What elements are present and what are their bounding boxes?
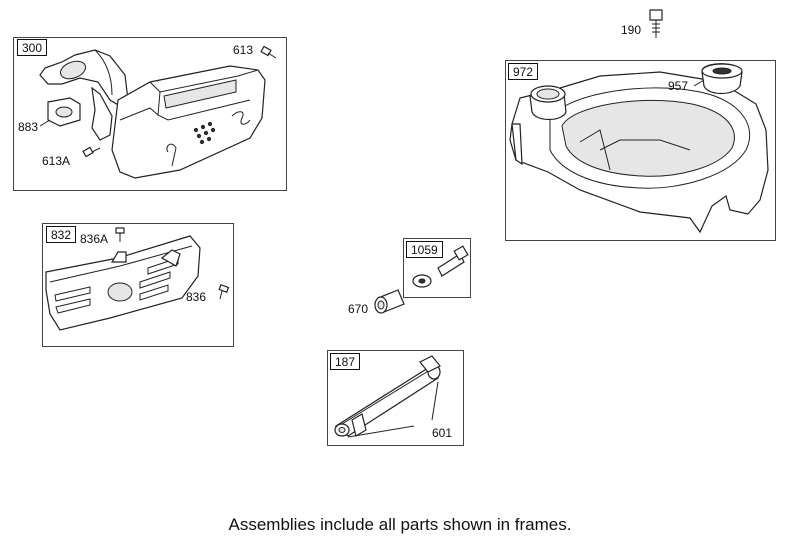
muffler-drawing [39, 45, 277, 179]
ref-box-187: 187 [330, 353, 361, 370]
ref-box-972: 972 [508, 63, 539, 80]
frame-187 [327, 350, 464, 446]
ref-box-300: 300 [17, 39, 48, 56]
frame-300 [13, 37, 287, 191]
part-label-670: 670 [348, 302, 369, 316]
spacer-and-screw-drawing [374, 245, 469, 314]
diagram-caption: Assemblies include all parts shown in fr… [228, 515, 572, 534]
part-label-601: 601 [432, 426, 453, 440]
part-label-836A: 836A [80, 232, 109, 246]
ref-box-1059: 1059 [406, 241, 443, 258]
part-label-613A: 613A [42, 154, 71, 168]
fuel-line-drawing [334, 355, 441, 438]
part-label-836: 836 [186, 290, 207, 304]
muffler-guard-drawing [45, 227, 230, 331]
frame-832 [42, 223, 234, 347]
part-label-613: 613 [233, 43, 254, 57]
part-label-190: 190 [621, 23, 642, 37]
fuel-tank-drawing [509, 9, 769, 234]
part-label-957: 957 [668, 79, 689, 93]
frame-1059 [403, 238, 471, 298]
frame-972 [505, 60, 776, 241]
ref-box-832: 832 [46, 226, 77, 243]
part-label-883: 883 [18, 120, 39, 134]
